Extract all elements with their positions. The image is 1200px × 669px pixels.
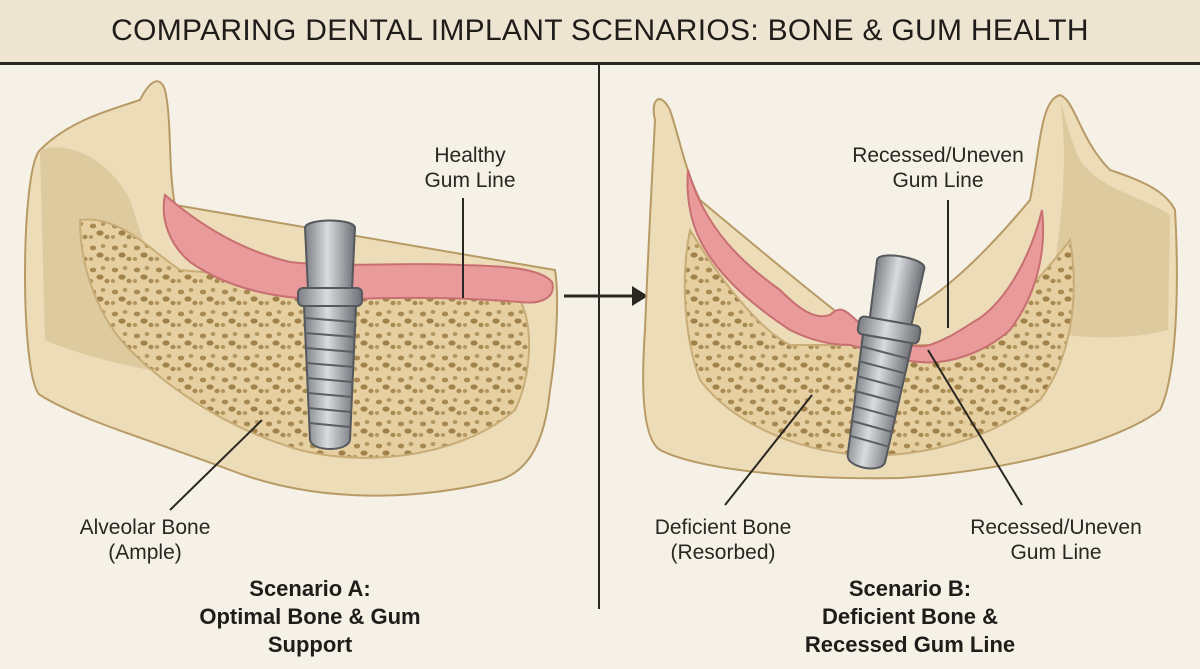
title-bar: COMPARING DENTAL IMPLANT SCENARIOS: BONE… [0,0,1200,65]
label-text: Healthy Gum Line [424,144,516,192]
caption-text: Scenario A: Optimal Bone & Gum Support [199,576,421,657]
recessed-gum-line-label-top: Recessed/Uneven Gum Line [838,143,1038,193]
deficient-bone-label: Deficient Bone (Resorbed) [628,515,818,565]
caption-text: Scenario B: Deficient Bone & Recessed Gu… [804,576,1016,657]
implant-abutment-b [868,254,926,328]
page-title: COMPARING DENTAL IMPLANT SCENARIOS: BONE… [111,14,1089,47]
leader-lines-b [724,200,1023,506]
leader-lines-a [169,198,464,511]
implant-body-b [846,333,914,470]
arrow-right-icon [564,286,648,306]
healthy-gum-line-label: Healthy Gum Line [400,143,540,193]
label-text: Deficient Bone (Resorbed) [654,516,792,564]
implant-threads-b [849,345,909,448]
label-text: Recessed/Uneven Gum Line [970,516,1142,564]
dental-implant-icon [297,219,363,450]
label-text: Recessed/Uneven Gum Line [852,144,1024,192]
scenario-a-jaw [24,80,559,497]
scenario-b-jaw [642,93,1178,480]
dental-implant-icon [846,254,926,470]
implant-threads-a [304,317,356,428]
scenario-a-caption: Scenario A: Optimal Bone & Gum Support [160,575,460,659]
label-text: Alveolar Bone (Ample) [79,516,211,564]
scenario-b-caption: Scenario B: Deficient Bone & Recessed Gu… [760,575,1060,659]
gum-a [162,193,554,304]
recessed-gum-line-label-bottom: Recessed/Uneven Gum Line [956,515,1156,565]
implant-collar-a [297,287,363,307]
gum-b [686,169,1045,364]
implant-abutment-a [303,219,357,291]
implant-body-a [302,305,358,450]
panel-divider [598,64,600,609]
alveolar-bone-label: Alveolar Bone (Ample) [55,515,235,565]
